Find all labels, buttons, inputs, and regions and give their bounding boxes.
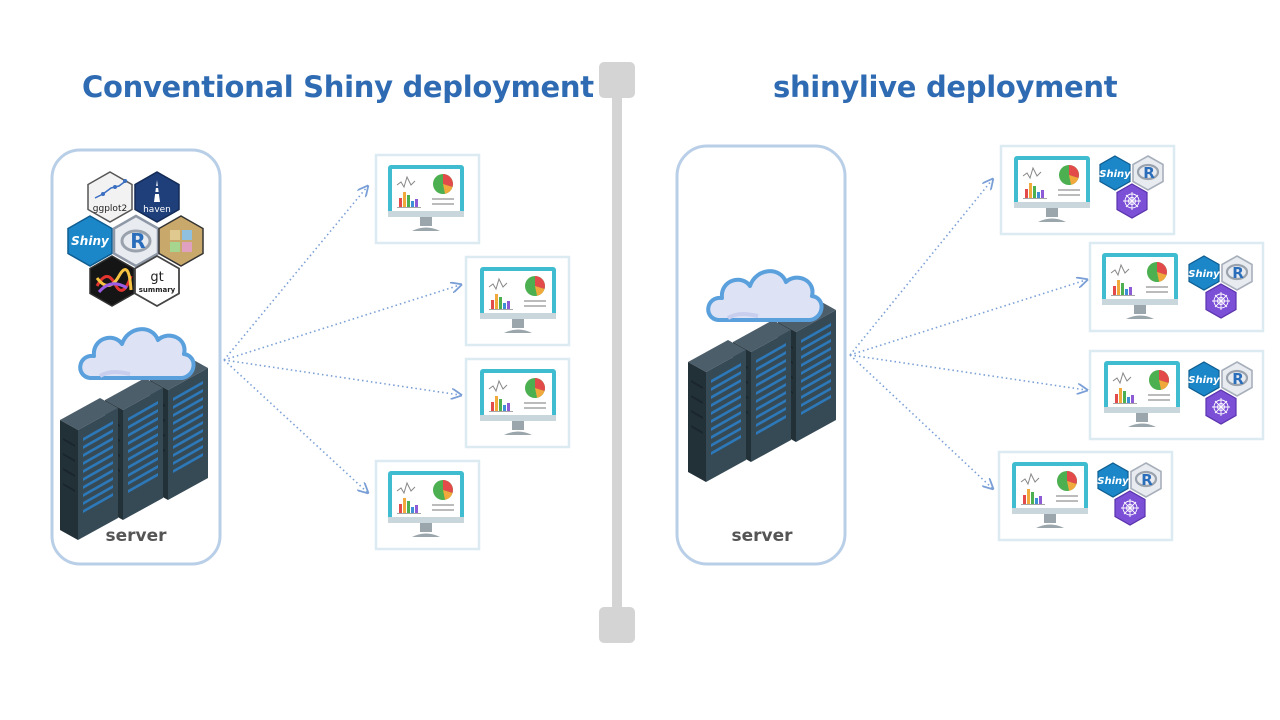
colorful-hex-icon — [89, 255, 135, 307]
connections-right — [849, 180, 1086, 488]
gt-extra-hex-icon — [158, 215, 204, 267]
divider — [599, 62, 635, 643]
client-left-4 — [374, 459, 481, 551]
gtsummary-label: summary — [139, 286, 176, 294]
server-label-left: server — [105, 526, 167, 546]
connections-left — [223, 187, 460, 492]
package-hex-stickers: ggplot2 haven Shiny R — [67, 171, 204, 308]
server-label-right: server — [731, 526, 793, 546]
client-left-2 — [464, 255, 571, 347]
client-left-3 — [464, 357, 571, 449]
client-right-1 — [999, 144, 1176, 236]
shiny-hex-icon: Shiny — [67, 215, 113, 267]
client-right-2 — [1088, 241, 1265, 333]
haven-hex-icon: haven — [134, 171, 180, 223]
client-right-4 — [997, 450, 1174, 542]
gt-label: gt — [150, 270, 163, 285]
ggplot2-label: ggplot2 — [93, 204, 127, 214]
ggplot2-hex-icon: ggplot2 — [87, 171, 133, 223]
r-hex-icon: R — [112, 214, 160, 268]
client-right-3 — [1088, 349, 1265, 441]
shinylive-title: shinylive deployment — [773, 70, 1118, 104]
conventional-title: Conventional Shiny deployment — [82, 70, 594, 104]
shiny-hex-label: Shiny — [71, 234, 110, 248]
client-left-1 — [374, 153, 481, 245]
r-hex-label: R — [130, 229, 145, 253]
gt-hex-icon: gt summary — [134, 254, 180, 308]
haven-label: haven — [143, 205, 171, 215]
